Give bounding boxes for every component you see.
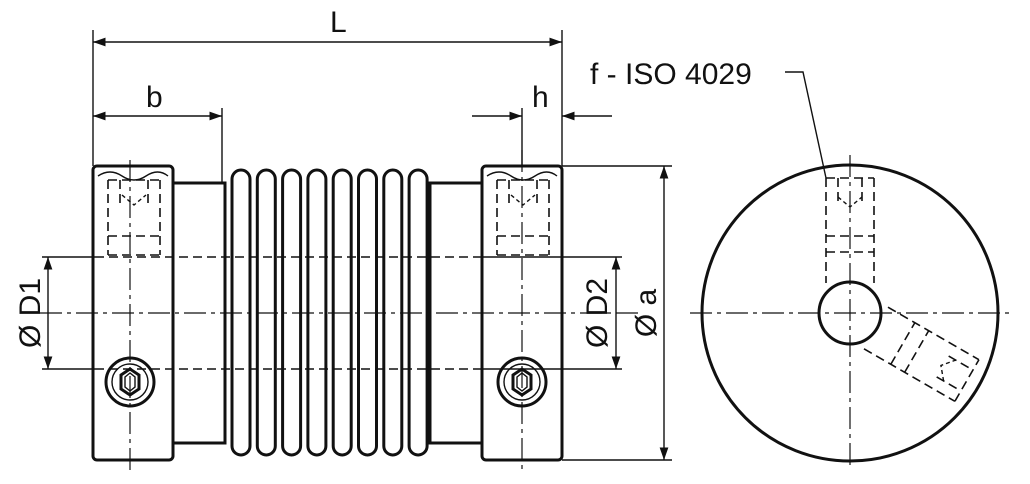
dimension-label-L: L <box>330 6 347 39</box>
end-view <box>690 71 1010 470</box>
dimension-lines <box>42 30 672 461</box>
dimension-label-b: b <box>146 81 163 114</box>
screw-callout-leader <box>785 71 827 179</box>
side-view-centerlines <box>40 150 640 470</box>
end-view-hidden-screw-angled <box>863 306 980 402</box>
dimension-label-D1: Ø D1 <box>14 278 47 348</box>
right-hub-hidden-screw <box>496 179 550 256</box>
left-hub-hidden-screw <box>107 179 161 256</box>
screw-callout-label: f - ISO 4029 <box>590 58 752 91</box>
dimension-label-a: Ø a <box>630 289 663 338</box>
end-view-hidden-screw-top <box>825 177 875 283</box>
dimension-label-h: h <box>532 81 549 114</box>
dimension-label-D2: Ø D2 <box>581 278 614 348</box>
side-view <box>40 150 640 470</box>
